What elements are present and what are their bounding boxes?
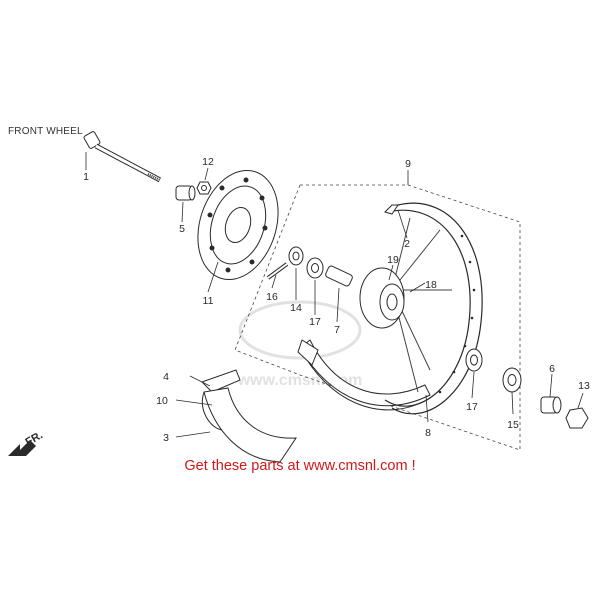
tire-part [299,339,431,411]
air-valve-part [266,262,289,280]
disc-nut-part [196,181,212,195]
front-direction-arrow: FR. [8,429,45,456]
callout-16: 16 [266,291,278,303]
callout-5: 5 [179,223,185,235]
brake-disc-part [197,169,279,281]
hub-part [359,267,405,329]
callout-labels: 1 12 5 11 9 2 19 18 16 14 17 7 4 10 3 8 … [83,156,590,444]
callout-18: 18 [425,279,437,291]
axle-nut-parts [540,396,589,429]
watermark-logo: www.cmsnl.com [237,300,362,389]
callout-4: 4 [163,371,169,383]
callout-19: 19 [387,254,399,266]
callout-8: 8 [425,427,431,439]
axle-part [83,131,162,183]
callout-10: 10 [156,395,168,407]
callout-7: 7 [334,324,340,336]
callout-6: 6 [549,363,555,375]
callout-11: 11 [203,295,214,307]
bearing-left-part [306,257,324,279]
promo-link-text[interactable]: Get these parts at www.cmsnl.com ! [184,458,416,474]
distance-collar-part [325,265,353,287]
leader-lines [85,152,584,438]
direction-label: FR. [24,429,45,448]
callout-2: 2 [404,238,410,250]
callout-15: 15 [507,419,519,431]
callout-13: 13 [578,380,590,392]
rim-tape-part [297,339,319,366]
callout-3: 3 [163,432,169,444]
fender-parts [201,369,297,463]
assembly-boundary [234,184,521,451]
callout-1: 1 [83,171,89,183]
diagram-title: FRONT WHEEL [8,126,83,137]
side-collar-part [175,185,196,201]
callout-14: 14 [290,302,302,314]
callout-12: 12 [202,156,214,168]
callout-17-left: 17 [309,316,321,328]
callout-17-right: 17 [466,401,478,413]
dust-seal-part [288,246,304,266]
callout-9: 9 [405,158,411,170]
bearing-right-parts [465,348,522,393]
